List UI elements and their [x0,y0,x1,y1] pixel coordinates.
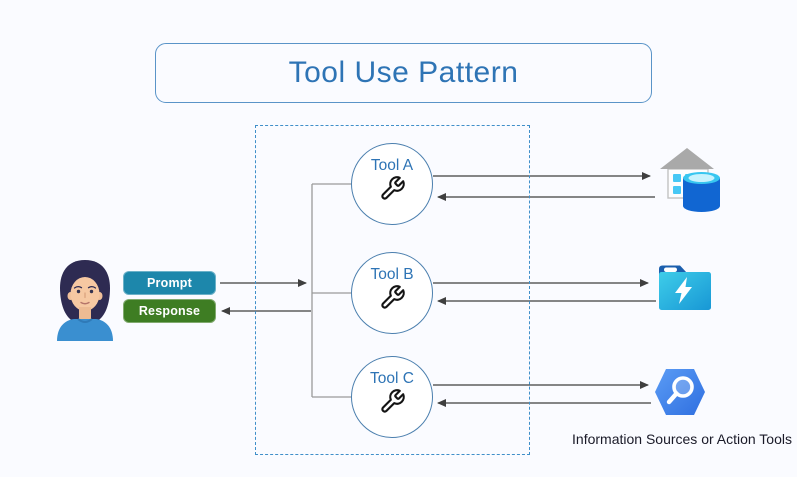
tool-a-label: Tool A [370,157,414,174]
wrench-icon [380,285,405,309]
prompt-label: Prompt [147,276,192,290]
tool-b-label: Tool B [370,266,414,283]
title-box: Tool Use Pattern [155,43,652,103]
tools-boundary [255,125,530,455]
woman-avatar [57,260,113,341]
flash-folder-icon [659,265,711,310]
response-label: Response [138,304,201,318]
wrench-icon [380,176,405,200]
wrench-icon [380,389,405,413]
tool-c-label: Tool C [370,370,414,387]
sinks-caption: Information Sources or Action Tools [572,431,792,447]
tool-node-b: Tool B [351,252,433,334]
prompt-badge: Prompt [123,271,216,295]
response-badge: Response [123,299,216,323]
page-title: Tool Use Pattern [288,56,519,89]
data-warehouse-icon [660,148,720,212]
tool-node-a: Tool A [351,143,433,225]
search-hexagon-icon [655,369,705,415]
tool-node-c: Tool C [351,356,433,438]
